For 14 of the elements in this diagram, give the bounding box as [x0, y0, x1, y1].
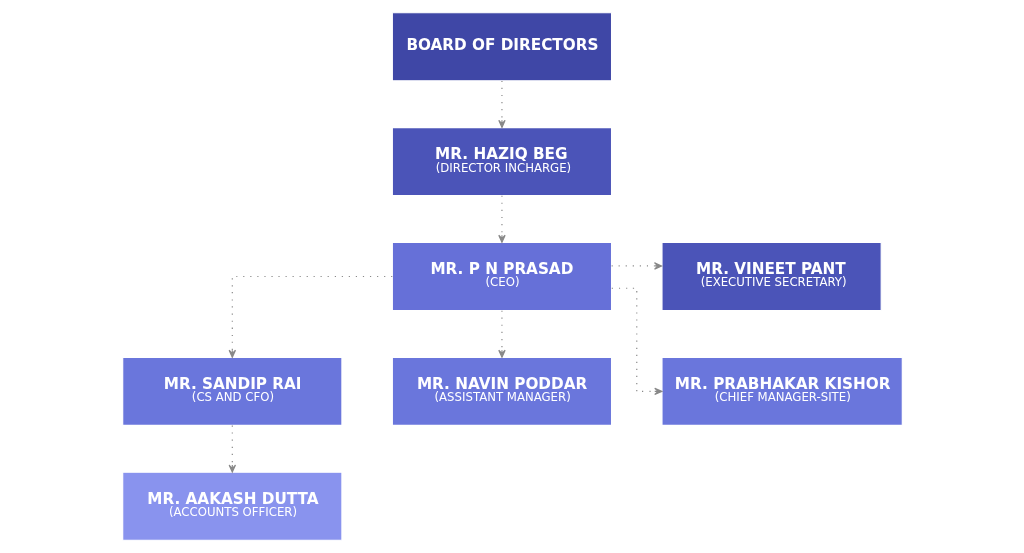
- arrow: [497, 195, 506, 243]
- node-box: MR. PRABHAKAR KISHOR (CHIEF MANAGER-SITE): [660, 356, 903, 426]
- arrow: [610, 287, 662, 396]
- arrow: [497, 310, 506, 358]
- node-box: BOARD OF DIRECTORS: [391, 12, 612, 82]
- arrow: [497, 80, 506, 128]
- node-box: MR. VINEET PANT (EXECUTIVE SECRETARY): [660, 241, 882, 312]
- node-box: MR. NAVIN PODDAR (ASSISTANT MANAGER): [391, 356, 612, 426]
- node-box: MR. P N PRASAD (CEO): [391, 241, 612, 312]
- node-box: MR. AAKASH DUTTA (ACCOUNTS OFFICER): [121, 471, 342, 541]
- arrow: [228, 275, 393, 358]
- arrow: [610, 262, 662, 270]
- node-box: MR. HAZIQ BEG (DIRECTOR INCHARGE): [391, 127, 612, 197]
- node-box: MR. SANDIP RAI (CS AND CFO): [121, 356, 342, 426]
